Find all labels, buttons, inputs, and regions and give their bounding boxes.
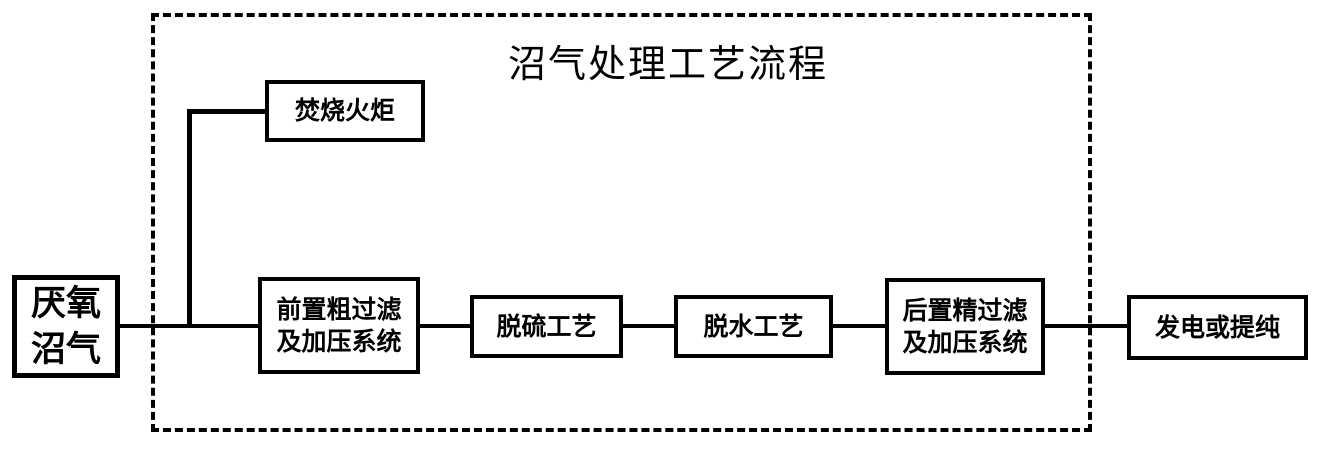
node-desulfurization: 脱硫工艺 [470,295,623,358]
node-output-label: 发电或提纯 [1154,312,1280,342]
node-anaerobic-biogas-label-line1: 厌氧 [30,283,101,324]
connector-dewater-to-postfilter [832,324,886,328]
connector-branch-to-flare [187,109,266,114]
node-post-filter-label-line2: 及加压系统 [902,327,1028,357]
node-power-or-purification: 发电或提纯 [1127,295,1308,360]
node-desulfurization-label: 脱硫工艺 [496,311,597,341]
connector-prefilter-to-desulf [419,324,471,328]
node-anaerobic-biogas: 厌氧 沼气 [12,275,120,378]
node-dewatering-label: 脱水工艺 [703,311,804,341]
node-dewatering: 脱水工艺 [674,295,833,358]
node-post-fine-filter-pressurization: 后置精过滤 及加压系统 [885,278,1045,375]
node-anaerobic-biogas-label-line2: 沼气 [30,328,101,370]
node-flare-label: 焚烧火炬 [294,96,395,125]
connector-desulf-to-dewater [622,324,675,328]
node-post-filter-label-line1: 后置精过滤 [902,295,1028,325]
diagram-title: 沼气处理工艺流程 [508,42,829,86]
process-boundary-frame [151,13,1092,432]
connector-postfilter-to-output [1044,324,1128,328]
connector-branch-vertical [187,109,192,328]
node-flare: 焚烧火炬 [265,80,425,142]
node-pre-filter-label-line2: 及加压系统 [276,326,402,356]
node-pre-filter-label-line1: 前置粗过滤 [276,294,402,324]
node-pre-coarse-filter-pressurization: 前置粗过滤 及加压系统 [258,277,420,374]
